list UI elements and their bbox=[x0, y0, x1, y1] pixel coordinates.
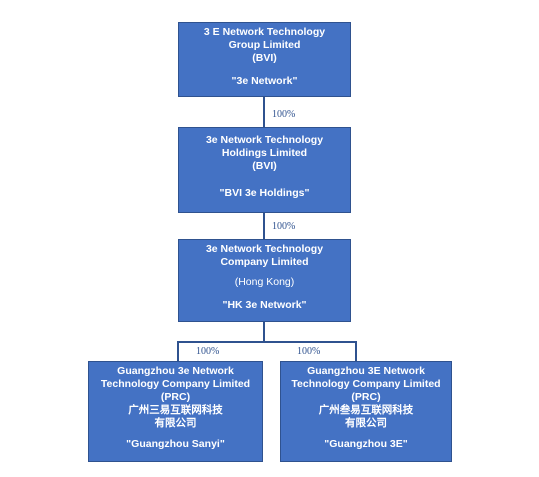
connector-holdings-hk bbox=[263, 213, 265, 239]
entity-box-guangzhou-3e: Guangzhou 3E Network Technology Company … bbox=[280, 361, 452, 462]
entity-short-name: "Guangzhou 3E" bbox=[324, 438, 408, 450]
entity-box-holdings: 3e Network Technology Holdings Limited (… bbox=[178, 127, 351, 213]
entity-short-name: "BVI 3e Holdings" bbox=[219, 187, 310, 199]
ownership-label-group-holdings: 100% bbox=[272, 109, 296, 120]
entity-chinese-name: 广州三易互联网科技 bbox=[128, 404, 223, 416]
entity-name-line: 3 E Network Technology bbox=[203, 26, 326, 38]
entity-short-name: "HK 3e Network" bbox=[222, 299, 307, 311]
connector-horizontal bbox=[177, 341, 357, 343]
entity-name-line: 3e Network Technology bbox=[205, 243, 324, 255]
entity-chinese-name: 广州叁易互联网科技 bbox=[318, 404, 414, 416]
entity-chinese-name: 有限公司 bbox=[154, 417, 197, 429]
connector-hk-down bbox=[263, 322, 265, 342]
entity-jurisdiction: (PRC) bbox=[160, 391, 191, 403]
entity-name-line: Company Limited bbox=[220, 256, 309, 268]
entity-name-line: Holdings Limited bbox=[221, 147, 308, 159]
entity-name-line: Guangzhou 3E Network bbox=[307, 365, 425, 377]
connector-to-gz3e bbox=[355, 341, 357, 361]
entity-chinese-name: 有限公司 bbox=[345, 417, 387, 429]
entity-jurisdiction: (Hong Kong) bbox=[234, 276, 295, 288]
entity-name-line: Group Limited bbox=[228, 39, 301, 51]
ownership-label-hk-sanyi: 100% bbox=[196, 346, 220, 357]
entity-box-hk: 3e Network Technology Company Limited (H… bbox=[178, 239, 351, 322]
entity-short-name: "Guangzhou Sanyi" bbox=[126, 438, 225, 450]
entity-name-line: Guangzhou 3e Network bbox=[117, 365, 234, 377]
entity-name-line: Technology Company Limited bbox=[100, 378, 251, 390]
entity-name-line: 3e Network Technology bbox=[205, 134, 324, 146]
connector-group-holdings bbox=[263, 97, 265, 127]
entity-jurisdiction: (PRC) bbox=[351, 391, 381, 403]
entity-short-name: "3e Network" bbox=[231, 75, 298, 87]
entity-jurisdiction: (BVI) bbox=[252, 160, 277, 172]
entity-name-line: Technology Company Limited bbox=[291, 378, 441, 390]
entity-jurisdiction: (BVI) bbox=[252, 52, 277, 64]
connector-to-sanyi bbox=[177, 341, 179, 361]
ownership-label-holdings-hk: 100% bbox=[272, 221, 296, 232]
entity-box-group: 3 E Network Technology Group Limited (BV… bbox=[178, 22, 351, 97]
ownership-label-hk-gz3e: 100% bbox=[297, 346, 321, 357]
entity-box-guangzhou-sanyi: Guangzhou 3e Network Technology Company … bbox=[88, 361, 263, 462]
